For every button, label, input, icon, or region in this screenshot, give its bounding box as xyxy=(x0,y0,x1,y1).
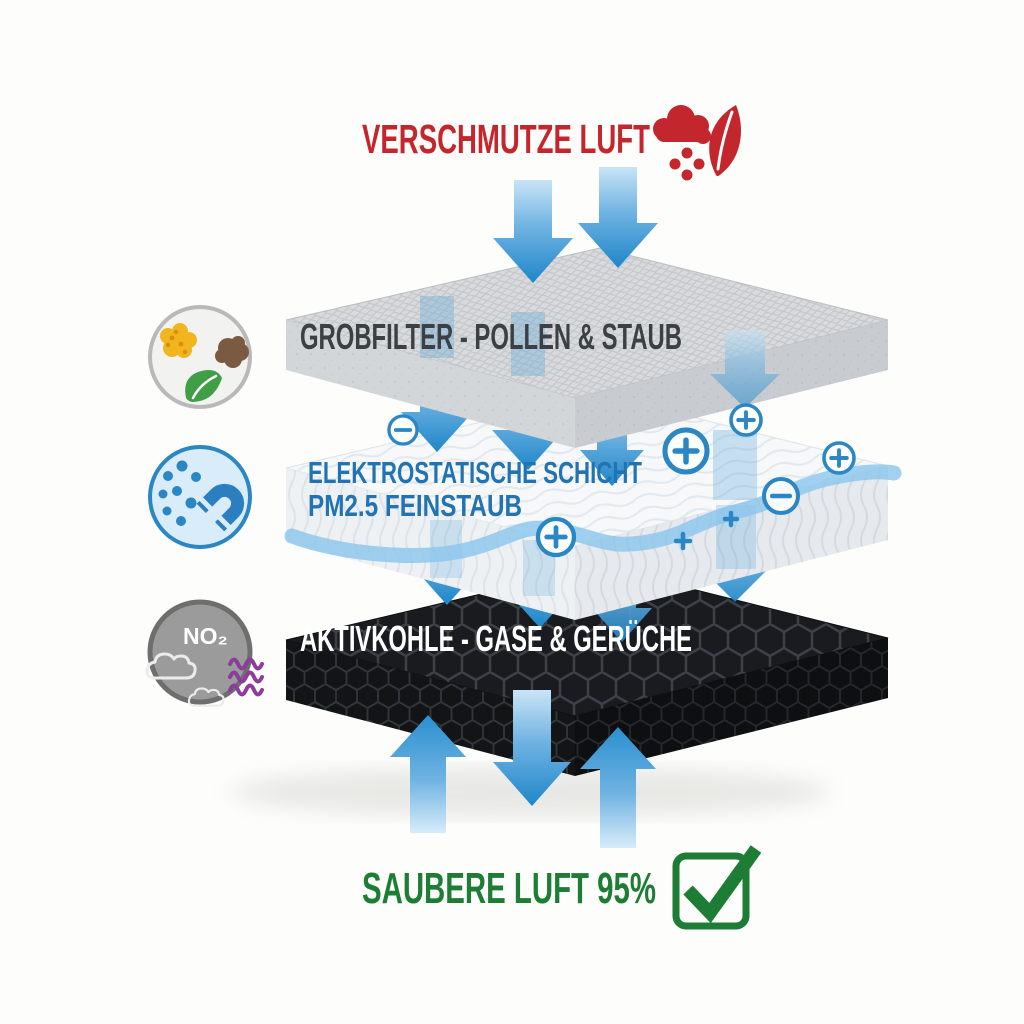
polluted-air-icon xyxy=(653,105,741,181)
minus-charge-icon xyxy=(387,414,419,446)
airflow-ribbon xyxy=(284,464,902,563)
odor-waves-icon xyxy=(228,657,264,697)
checked-checkbox-icon xyxy=(672,845,762,930)
layer2-label: ELEKTROSTATISCHE SCHICHT xyxy=(308,455,642,490)
no2-label: NO₂ xyxy=(183,623,228,649)
layer3-label: AKTIVKOHLE - GASE & GERÜCHE xyxy=(300,618,692,659)
down-arrow-icon xyxy=(493,690,571,806)
layer2-sublabel: PM2.5 FEINSTAUB xyxy=(308,488,522,523)
flow-band xyxy=(713,430,757,500)
plus-charge-icon xyxy=(535,516,577,558)
electrostatic-magnet-icon xyxy=(148,445,252,549)
layer1-label: GROBFILTER - POLLEN & STAUB xyxy=(300,316,682,357)
layer-aktivkohle xyxy=(285,565,889,776)
plus-charge-icon xyxy=(662,427,710,475)
no2-gas-icon: NO₂ xyxy=(145,599,264,707)
charge-symbols xyxy=(387,403,856,558)
down-arrow-icon xyxy=(578,167,658,268)
flow-band xyxy=(420,296,454,358)
bottom-title: SAUBERE LUFT 95% xyxy=(362,864,656,913)
pollen-dust-icon xyxy=(148,305,252,409)
arrow-through-gap xyxy=(710,330,780,408)
arrows-polluted-air-in xyxy=(493,167,658,283)
plus-charge-icon xyxy=(722,510,740,528)
arrows-clean-air-out xyxy=(390,690,656,848)
flow-bands-coarse xyxy=(420,296,545,376)
plus-charge-icon xyxy=(673,531,693,551)
up-arrow-icon xyxy=(390,715,466,833)
plus-charge-icon xyxy=(822,441,856,475)
top-title: VERSCHMUTZE LUFT xyxy=(362,116,650,162)
flow-band xyxy=(511,312,545,376)
plus-charge-icon xyxy=(729,403,763,437)
down-arrow-icon xyxy=(493,180,573,283)
down-arrow-icon xyxy=(710,330,780,408)
up-arrow-icon xyxy=(580,727,656,848)
minus-charge-icon xyxy=(761,476,801,516)
